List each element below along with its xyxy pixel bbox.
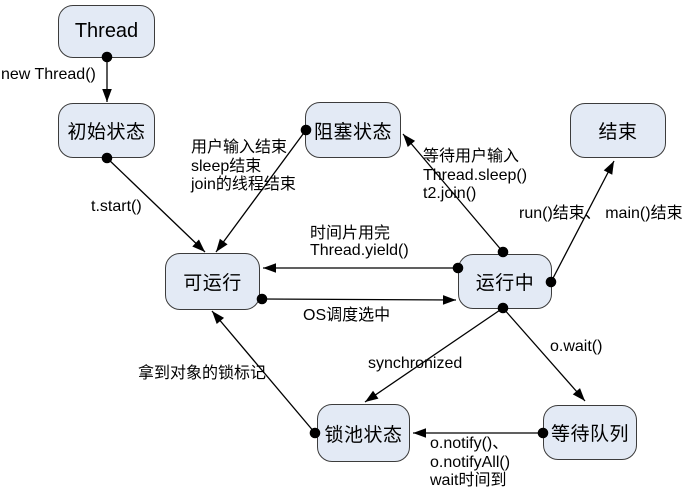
edge-label-new-thread: new Thread(): [1, 66, 96, 83]
edge-os-select-arrowhead: [442, 295, 456, 305]
edge-acquire-lock-arrowhead: [212, 311, 225, 325]
edge-label-block: 等待用户输入 Thread.sleep() t2.join(): [423, 148, 528, 202]
edge-label-os-select: OS调度选中: [303, 307, 391, 324]
edge-synchronized-arrowhead: [365, 390, 379, 402]
edge-new-thread-arrowhead: [102, 89, 112, 102]
edge-block-arrowhead: [403, 134, 416, 148]
edge-yield-arrowhead: [263, 263, 276, 273]
edge-label-t-start: t.start(): [91, 198, 142, 215]
node-initial-state-label: 初始状态: [67, 122, 146, 143]
edge-unblock-arrowhead: [216, 238, 228, 252]
node-running-state-label: 运行中: [475, 273, 535, 294]
node-runnable-state: 可运行: [165, 253, 260, 310]
node-runnable-state-label: 可运行: [183, 273, 242, 294]
node-wait-queue-state: 等待队列: [543, 405, 637, 460]
edge-t-start-arrowhead: [192, 239, 205, 252]
edge-notify-arrowhead: [413, 428, 426, 438]
node-lock-pool-state-label: 锁池状态: [324, 424, 403, 446]
edge-label-acquire-lock: 拿到对象的锁标记: [138, 365, 267, 382]
node-blocked-state: 阻塞状态: [305, 102, 401, 158]
node-blocked-state-label: 阻塞状态: [313, 121, 392, 143]
edge-label-unblock: 用户输入结束 sleep结束 join的线程结束: [191, 139, 296, 193]
edge-o-wait-arrowhead: [572, 388, 585, 401]
node-lock-pool-state: 锁池状态: [317, 404, 410, 462]
node-running-state: 运行中: [458, 254, 552, 309]
edge-os-select: [261, 298, 457, 301]
edge-label-finish: run()结束、 main()结束: [519, 205, 683, 222]
node-thread: Thread: [58, 5, 155, 58]
node-wait-queue-state-label: 等待队列: [550, 424, 629, 445]
edge-label-synchronized: synchronized: [368, 355, 463, 372]
edge-finish-arrowhead: [603, 161, 614, 175]
node-thread-label: Thread: [74, 20, 139, 42]
edge-label-notify: o.notify()、 o.notifyAll() wait时间到: [430, 435, 511, 489]
edge-label-yield: 时间片用完 Thread.yield(): [310, 225, 409, 259]
node-end-state-label: 结束: [598, 122, 638, 143]
edge-label-o-wait: o.wait(): [550, 338, 603, 355]
node-end-state: 结束: [570, 103, 666, 158]
node-initial-state: 初始状态: [58, 103, 155, 158]
